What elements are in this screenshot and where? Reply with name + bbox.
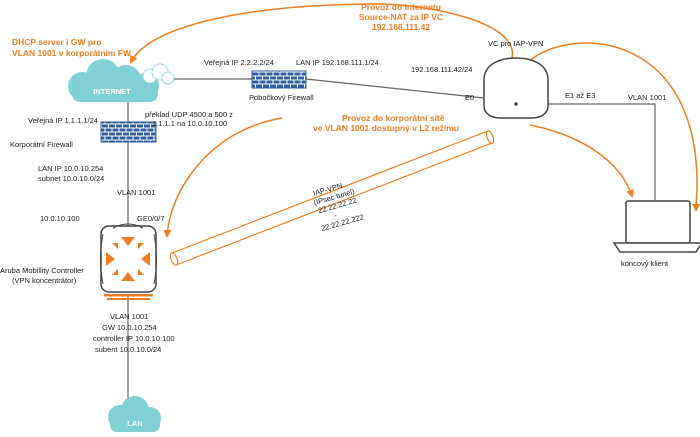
controller-name-line2: (VPN koncentrátor)	[12, 276, 77, 285]
controller-ip: 10.0.10.100	[40, 214, 80, 223]
corp-subnet: subnet 10.0.10.0/24	[38, 174, 104, 183]
tunnel-line5: 22.22.22.222	[320, 212, 365, 233]
corp-nat-line2: 1.1.1.1 na 10.0.10.100	[152, 119, 227, 128]
corporate-firewall-icon	[100, 121, 157, 143]
ipsec-tunnel-end	[485, 130, 495, 144]
lan-vlan: VLAN 1001	[110, 312, 148, 321]
arrow-internet-to-client	[527, 42, 700, 212]
controller-name-line1: Aruba Mobillity Controller	[0, 266, 84, 275]
client-laptop-icon	[612, 200, 700, 253]
client-label: koncový klient	[621, 259, 669, 268]
callout-dhcp-line2: VLAN 1001 v korporátním FW	[12, 48, 132, 58]
lan-gw: GW 10.0.10.254	[102, 323, 157, 332]
callout-internet-line1: Provoz do internetu	[361, 2, 441, 12]
corp-firewall-label: Korporátní Firewall	[10, 140, 73, 149]
arrow-vc-to-client	[529, 124, 634, 198]
vc-port-e1-e3: E1 až E3	[565, 91, 595, 100]
internet-small-cloud-icon	[142, 63, 175, 85]
link-vc-client	[548, 103, 656, 200]
callout-corp-line1: Provoz do korporátní sítě	[342, 113, 445, 123]
ipsec-tunnel-start	[169, 252, 179, 266]
internet-cloud-icon	[68, 59, 159, 102]
lan-subnet: subent 10.0.10.0/24	[95, 345, 161, 354]
internet-label: INTERNET	[93, 87, 131, 96]
branch-public-ip: Veřejná IP 2.2.2.2/24	[204, 58, 274, 67]
arrow-corp-traffic	[163, 117, 283, 238]
corp-public-ip: Veřejná IP 1.1.1.1/24	[28, 116, 98, 125]
callout-internet-line3: 192.168.111.42	[372, 22, 430, 32]
controller-port: GE0/0/7	[137, 214, 165, 223]
client-vlan: VLAN 1001	[628, 93, 666, 102]
vc-port-e0: E0	[465, 93, 474, 102]
link-branch-fw-vc	[305, 78, 485, 99]
lan-controller-ip: controller IP 10.0.10.100	[93, 334, 175, 343]
lan-cloud-label: LAN	[127, 419, 142, 428]
corp-vlan: VLAN 1001	[117, 188, 155, 197]
corp-lan-ip: LAN IP 10.0.10.254	[38, 164, 103, 173]
callout-corp-line2: ve VLAN 1001 dostupný v L2 režimu	[313, 123, 459, 133]
callout-internet-line2: Source-NAT za IP VC	[359, 12, 443, 22]
tunnel-line4: -	[333, 211, 338, 220]
branch-firewall-icon	[251, 70, 307, 89]
aruba-controller-icon	[100, 223, 157, 300]
vc-title: VC pro IAP-VPN	[488, 39, 543, 48]
vc-ip: 192.168.111.42/24	[411, 65, 472, 74]
branch-firewall-label: Pobočkový Firewall	[249, 93, 314, 102]
vc-access-point-icon	[483, 57, 549, 119]
branch-lan-ip: LAN IP 192.168.111.1/24	[296, 58, 379, 67]
corp-nat-line1: překlad UDP 4500 a 500 z	[145, 110, 233, 119]
callout-dhcp-line1: DHCP server i GW pro	[12, 37, 102, 47]
lan-cloud-icon	[108, 396, 161, 432]
arrow-internet-traffic	[130, 3, 513, 64]
